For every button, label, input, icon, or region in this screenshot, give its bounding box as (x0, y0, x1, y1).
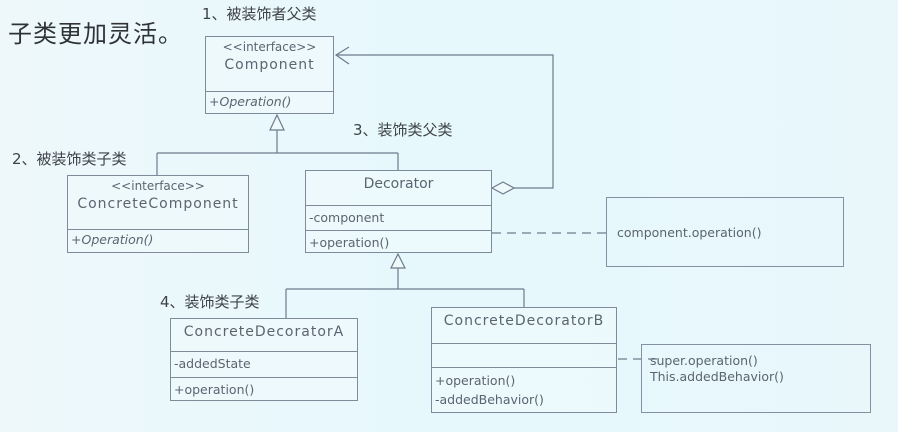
concrete-decorator-a-name: ConcreteDecoratorA (183, 324, 345, 340)
note-decorator-line: component.operation() (617, 225, 762, 240)
label-component-parent: 1、被装饰者父类 (202, 5, 317, 23)
concrete-decorator-a-attribute: -addedState (171, 351, 357, 377)
class-concrete-component[interactable]: <<interface>> ConcreteComponent +Operati… (67, 175, 249, 253)
concrete-component-stereotype: <<interface>> (111, 179, 205, 193)
class-component[interactable]: <<interface>> Component +Operation() (205, 36, 334, 114)
label-concrete-component: 2、被装饰类子类 (12, 150, 127, 168)
concrete-decorator-a-method: +operation() (171, 377, 357, 400)
concrete-decorator-b-methods: +operation() -addedBehavior() (432, 367, 616, 409)
note-decorator-b: super.operation() This.addedBehavior() (641, 344, 871, 413)
class-decorator[interactable]: Decorator -component +operation() (305, 170, 492, 253)
decorator-method: +operation() (306, 230, 491, 253)
note-decorator-b-line: super.operation() (650, 353, 758, 368)
component-name: Component (224, 57, 315, 73)
concrete-decorator-b-method: -addedBehavior() (435, 392, 544, 407)
concrete-component-name: ConcreteComponent (77, 196, 239, 212)
component-method: +Operation() (206, 91, 333, 112)
decorator-attribute: -component (306, 205, 491, 230)
aggregation-diamond (490, 181, 516, 195)
concrete-component-method: +Operation() (68, 229, 248, 250)
association-arrowhead (334, 46, 350, 65)
concrete-decorator-b-name: ConcreteDecoratorB (443, 313, 605, 329)
class-concrete-decorator-a[interactable]: ConcreteDecoratorA -addedState +operatio… (170, 318, 358, 401)
slide-heading: 子类更加灵活。 (8, 20, 183, 48)
label-decorator-parent: 3、装饰类父类 (353, 121, 453, 139)
note-decorator-b-line: This.addedBehavior() (650, 369, 784, 384)
inheritance-triangle-component (269, 113, 285, 131)
concrete-decorator-b-method: +operation() (435, 373, 516, 388)
label-decorator-subclass: 4、装饰类子类 (160, 293, 260, 311)
decorator-name: Decorator (363, 176, 434, 192)
component-stereotype: <<interface>> (222, 40, 317, 54)
note-decorator: component.operation() (606, 197, 844, 267)
concrete-decorator-b-attributes (432, 343, 616, 367)
inheritance-triangle-decorator (390, 252, 406, 269)
class-concrete-decorator-b[interactable]: ConcreteDecoratorB +operation() -addedBe… (431, 307, 617, 413)
aggregation-line (336, 54, 554, 189)
